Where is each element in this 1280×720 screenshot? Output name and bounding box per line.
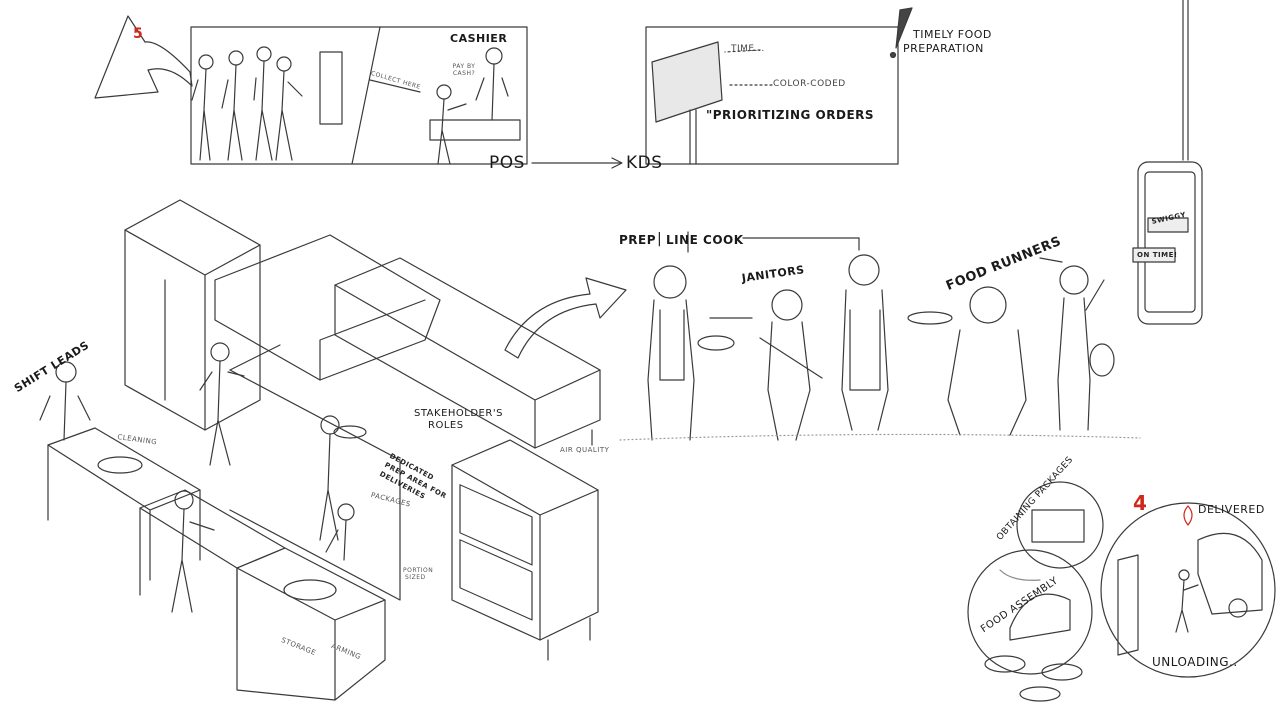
food-assembly-circle <box>967 549 1093 675</box>
air-quality-label: AIR QUALITY <box>560 446 610 454</box>
delivery-circles <box>967 481 1276 702</box>
portion-sized-label-2: SIZED <box>405 574 426 581</box>
kds-prioritizing-label: "PRIORITIZING ORDERS <box>706 108 875 122</box>
kds-color-coded-label: COLOR-CODED <box>773 79 846 89</box>
hanging-phone <box>1132 0 1203 325</box>
portion-sized-label-1: PORTION <box>403 567 434 574</box>
preparation-label: PREPARATION <box>903 42 984 55</box>
step-5-number: 5 <box>133 26 144 42</box>
obtaining-packages-circle <box>1016 481 1104 569</box>
stakeholders-roles-label-1: STAKEHOLDER'S <box>414 408 503 419</box>
roles-connectors <box>687 231 1063 263</box>
unloading-label: UNLOADING.. <box>1152 655 1238 669</box>
customers-queue-figures <box>191 46 509 165</box>
kds-label: KDS <box>626 153 663 173</box>
timely-food-label: TIMELY FOOD <box>913 28 992 41</box>
kds-time-label: TIME... <box>731 44 765 54</box>
pos-label: POS <box>489 153 525 173</box>
pos-panel-frame <box>190 26 528 165</box>
kds-panel-frame <box>645 26 899 165</box>
step-5-arrow <box>94 15 193 99</box>
pay-by-cash-bubble: PAY BY CASH? <box>452 63 476 77</box>
prep-divider: | <box>657 231 663 247</box>
kitchen-isometric <box>39 199 627 701</box>
step-4-number: 4 <box>1133 491 1148 515</box>
line-cook-label: LINE COOK <box>666 233 744 247</box>
on-time-label: ON TIME! <box>1137 251 1178 259</box>
cashier-label: CASHIER <box>450 32 508 45</box>
unloading-circle <box>1100 502 1276 678</box>
stakeholders-roles-label-2: ROLES <box>428 420 464 431</box>
prep-label: PREP <box>619 233 657 247</box>
delivered-label: DELIVERED <box>1198 503 1265 516</box>
role-characters <box>619 254 1141 441</box>
